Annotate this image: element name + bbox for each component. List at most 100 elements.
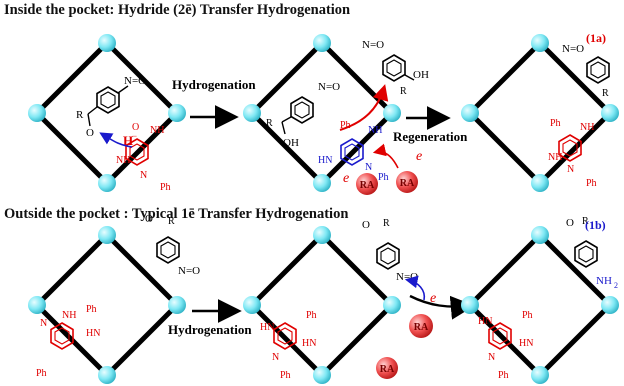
metal-node-1-left [28, 104, 46, 122]
amide-label-2: NH [116, 155, 130, 166]
amide-label: NH [150, 125, 164, 136]
metal-node-4-right [168, 296, 186, 314]
product-1a: N=O R [562, 43, 610, 99]
metal-node-5-right [383, 296, 401, 314]
nitro-label: N=O [124, 75, 146, 87]
metal-node-3-right [601, 104, 619, 122]
oxygen-label: O [86, 127, 94, 139]
nitrogen-label: N [140, 170, 147, 181]
r-label-6: R [383, 218, 390, 229]
phenyl-label-8: Ph [306, 310, 317, 321]
cage-top-3 [470, 43, 610, 183]
label-hydrogenation-bottom: Hydrogenation [168, 322, 252, 337]
oxygen-label-2: O [145, 213, 153, 225]
metal-node-4-top [98, 226, 116, 244]
r-label-4: R [602, 88, 609, 99]
ra-sphere-top-2 [396, 171, 418, 193]
amide-label-5: NH [580, 122, 594, 133]
electron-arrow-bottom [404, 275, 426, 301]
amide-label-10: HN [302, 338, 316, 349]
metal-node-5-left [243, 296, 261, 314]
cage-nodes [28, 34, 619, 384]
nitro-label-2: N=O [318, 81, 340, 93]
hantzsch-ester-bottom-1: N HN NH Ph Ph [36, 304, 100, 379]
amide-label-7: HN [86, 328, 100, 339]
label-hydrogenation-top: Hydrogenation [172, 77, 256, 92]
hydride-transfer-arrow [99, 132, 133, 148]
amide-label-9: HN [260, 322, 274, 333]
phenyl-label: Ph [160, 182, 171, 193]
hantzsch-ester-top-3: NH NH N Ph Ph [548, 118, 597, 189]
ra-label-top-2: RA [400, 178, 415, 189]
amide-label-8: NH [62, 310, 76, 321]
oxygen-label-4: O [566, 217, 574, 229]
metal-node-6-right [601, 296, 619, 314]
ra-sphere-bottom-2 [376, 357, 398, 379]
phenyl-label-4: Ph [550, 118, 561, 129]
electron-arrow-top [372, 143, 399, 169]
r-label-7: R [582, 216, 589, 227]
hydride-label: H [123, 133, 133, 148]
alcohol-product-top-2: N=O R OH [266, 81, 340, 149]
r-label-2: R [266, 118, 273, 129]
nitrogen-label-2: N [365, 162, 372, 173]
metal-node-4-left [28, 296, 46, 314]
hantzsch-ester-bottom-3: HN HN N Ph Ph [478, 310, 533, 381]
amide-label-3: NH [368, 125, 382, 136]
ra-label-bottom-2: RA [380, 364, 395, 375]
ra-sphere-bottom-1 [409, 314, 433, 338]
r-label: R [76, 109, 84, 121]
ra-label-bottom-1: RA [414, 322, 429, 333]
metal-node-3-top [531, 34, 549, 52]
metal-node-2-right [383, 104, 401, 122]
metal-node-6-left [461, 296, 479, 314]
oxygen-red-label: O [132, 122, 139, 133]
oxygen-label-3: O [362, 219, 370, 231]
metal-node-3-bottom [531, 174, 549, 192]
phenyl-label-3: Ph [378, 172, 389, 183]
product-1b: O R NH 2 [566, 216, 618, 290]
hantzsch-ester-bottom-2: HN HN N Ph Ph [260, 310, 317, 381]
r-label-3: R [400, 86, 407, 97]
electron-label-top-2: e [416, 149, 422, 164]
nitrogen-label-4: N [40, 318, 47, 329]
electron-label-bottom: e [430, 291, 436, 306]
phenyl-label-9: Ph [280, 370, 291, 381]
phenyl-label-2: Ph [340, 120, 351, 131]
metal-node-6-top [531, 226, 549, 244]
metal-node-2-top [313, 34, 331, 52]
ra-sphere-top-1 [356, 173, 378, 195]
metal-node-2-left [243, 104, 261, 122]
metal-node-1-top [98, 34, 116, 52]
nitrogen-label-6: N [488, 352, 495, 363]
nitrogen-label-5: N [272, 352, 279, 363]
metal-node-6-bottom [531, 366, 549, 384]
label-1b: (1b) [585, 218, 606, 232]
cage-bottom-1 [37, 235, 177, 375]
amine-label: NH [596, 275, 612, 287]
metal-node-1-right [168, 104, 186, 122]
metal-node-5-top [313, 226, 331, 244]
phenyl-label-11: Ph [498, 370, 509, 381]
electron-label-top: e [343, 171, 349, 186]
metal-node-2-bottom [313, 174, 331, 192]
amide-label-4: HN [318, 155, 332, 166]
hydroxyl-label: OH [283, 137, 299, 149]
metal-node-1-bottom [98, 174, 116, 192]
nitro-label-3: N=O [362, 39, 384, 51]
title-inside-pocket: Inside the pocket: Hydride (2ē) Transfer… [4, 2, 351, 18]
ketone-substrate-bottom-2: O R N=O [362, 218, 418, 283]
phenyl-label-10: Ph [522, 310, 533, 321]
ra-label-top-1: RA [360, 180, 375, 191]
nitro-label-5: N=O [178, 265, 200, 277]
release-arrow [339, 84, 389, 131]
hantzsch-ester-top-1: NH NH N Ph O [116, 122, 171, 193]
hydride-charge: − [132, 131, 137, 141]
r-label-5: R [168, 216, 175, 227]
ketone-substrate-top-1: N=O R O [76, 75, 146, 139]
metal-node-4-bottom [98, 366, 116, 384]
hydroxyl-label-2: OH [413, 69, 429, 81]
title-outside-pocket: Outside the pocket : Typical 1ē Transfer… [4, 206, 349, 222]
phenyl-label-6: Ph [86, 304, 97, 315]
